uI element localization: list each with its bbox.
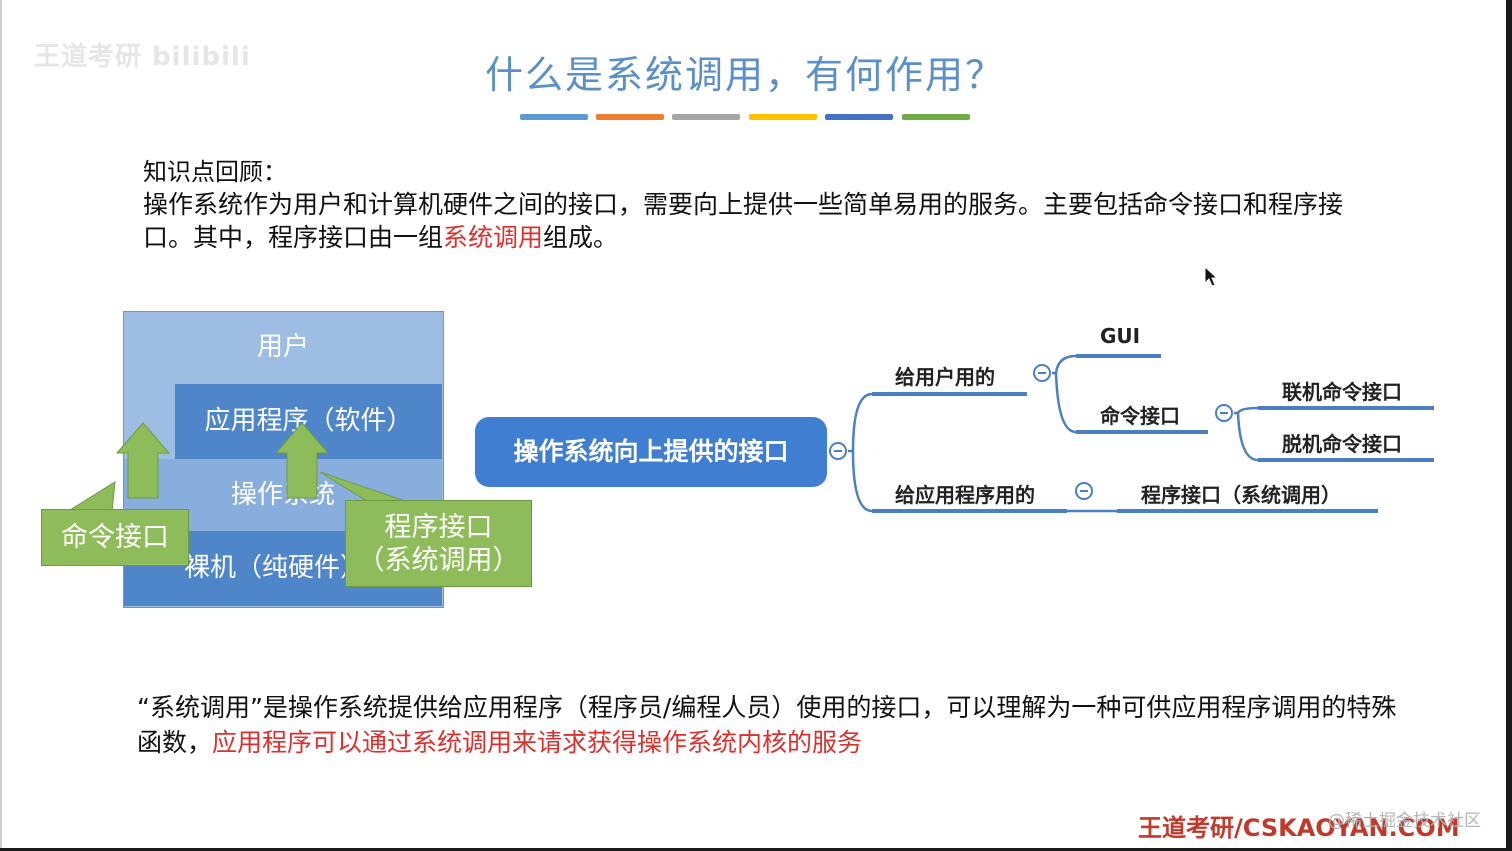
recall-text-2: 组成。 <box>543 223 619 252</box>
connector-user-cmd <box>1054 372 1077 434</box>
node-command-interface[interactable]: 命令接口 <box>1100 404 1180 428</box>
title-bar-1 <box>520 114 588 120</box>
layer-user: 用户 <box>124 312 442 384</box>
frame-left-edge <box>0 0 2 851</box>
title-bar-5 <box>825 114 893 120</box>
connector-user-gui <box>1052 354 1077 375</box>
for-user-collapse-icon[interactable] <box>1033 364 1051 382</box>
title-bar-2 <box>596 114 664 120</box>
node-for-user-underline <box>872 392 1027 396</box>
recall-paragraph: 操作系统作为用户和计算机硬件之间的接口，需要向上提供一些简单易用的服务。主要包括… <box>143 188 1373 254</box>
connector-cmd-offline <box>1236 412 1259 462</box>
for-app-collapse-icon[interactable] <box>1075 482 1093 500</box>
node-for-user[interactable]: 给用户用的 <box>895 365 995 389</box>
explain-highlight: 应用程序可以通过系统调用来请求获得操作系统内核的服务 <box>212 728 863 757</box>
mouse-cursor-icon <box>1204 266 1219 287</box>
program-interface-line2: （系统调用） <box>357 545 520 576</box>
recall-text-1: 操作系统作为用户和计算机硬件之间的接口，需要向上提供一些简单易用的服务。主要包括… <box>143 190 1344 252</box>
node-gui-underline <box>1076 354 1161 358</box>
program-interface-line1: 程序接口 <box>384 512 493 543</box>
connector-root-user <box>848 392 873 453</box>
explain-text: “系统调用”是操作系统提供给应用程序（程序员/编程人员）使用的接口，可以理解为一… <box>137 693 1397 757</box>
connector-root-app <box>851 450 873 513</box>
root-collapse-icon[interactable] <box>829 442 847 460</box>
footer-brand: 王道考研/CSKAOYAN.COM <box>1138 814 1460 842</box>
node-program-underline <box>1117 509 1378 513</box>
frame-bottom-edge <box>0 848 1512 851</box>
node-for-app[interactable]: 给应用程序用的 <box>895 483 1035 507</box>
slide-title: 什么是系统调用，有何作用？ <box>484 53 1005 97</box>
connector-cmd-online <box>1234 406 1259 415</box>
recall-highlight: 系统调用 <box>443 223 544 252</box>
footer-watermark: @稀土掘金技术社区 <box>1328 811 1481 831</box>
node-offline-underline <box>1258 458 1434 462</box>
node-online-underline <box>1258 406 1434 410</box>
recall-label: 知识点回顾： <box>143 158 287 186</box>
node-command-underline <box>1076 430 1208 434</box>
explain-paragraph: “系统调用”是操作系统提供给应用程序（程序员/编程人员）使用的接口，可以理解为一… <box>137 690 1407 760</box>
title-bar-6 <box>902 114 970 120</box>
frame-right-edge <box>1506 0 1512 851</box>
arrow-user-up <box>115 422 171 499</box>
node-offline-command[interactable]: 脱机命令接口 <box>1282 432 1402 456</box>
node-for-app-underline <box>872 509 1067 513</box>
command-interface-callout: 命令接口 <box>41 509 189 566</box>
mindmap-root-node[interactable]: 操作系统向上提供的接口 <box>475 417 827 487</box>
node-online-command[interactable]: 联机命令接口 <box>1282 380 1402 404</box>
command-collapse-icon[interactable] <box>1215 404 1233 422</box>
program-interface-callout: 程序接口 （系统调用） <box>345 500 532 587</box>
title-bar-3 <box>672 114 740 120</box>
arrow-app-up <box>274 422 330 499</box>
title-bar-4 <box>749 114 817 120</box>
node-gui[interactable]: GUI <box>1100 324 1141 348</box>
node-program-interface[interactable]: 程序接口（系统调用） <box>1141 483 1341 507</box>
bilibili-watermark: 王道考研 bilibili <box>34 42 251 72</box>
